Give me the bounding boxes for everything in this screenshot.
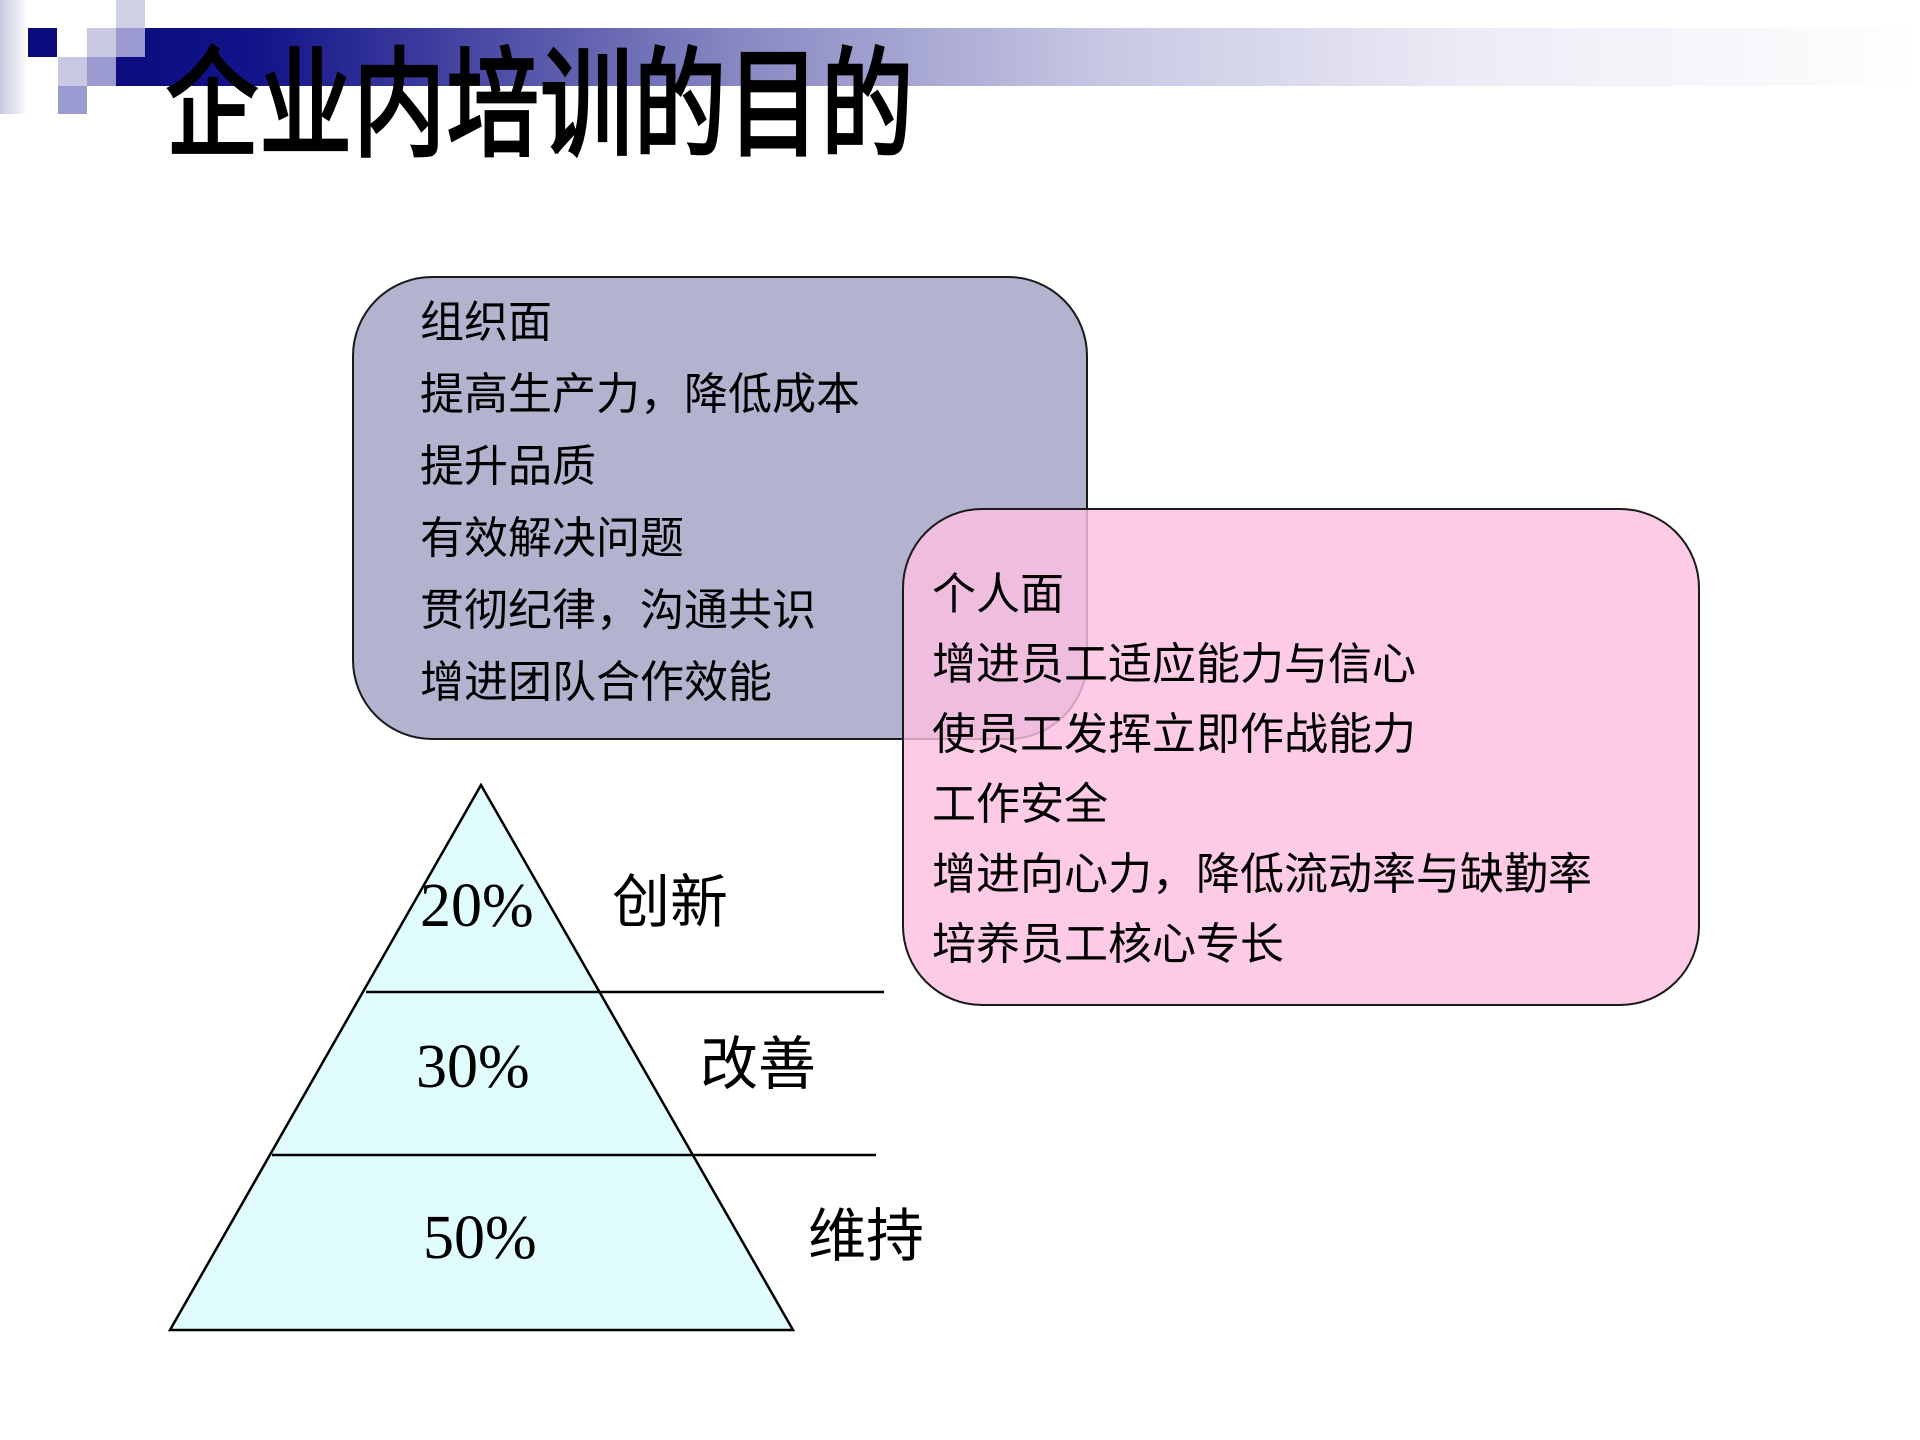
- organization-list: 组织面 提高生产力，降低成本 提升品质 有效解决问题 贯彻纪律，沟通共识 增进团…: [420, 287, 860, 719]
- decorative-square: [87, 57, 116, 86]
- decorative-square: [58, 57, 87, 86]
- pyramid-shape: [167, 782, 796, 1332]
- organization-item: 提升品质: [420, 441, 596, 492]
- individual-heading: 个人面: [932, 569, 1064, 620]
- pyramid-middle-percent: 30%: [416, 1033, 530, 1101]
- pyramid-middle-label: 改善: [700, 1030, 817, 1098]
- individual-item: 增进员工适应能力与信心: [932, 639, 1416, 690]
- individual-item: 工作安全: [932, 779, 1108, 830]
- individual-item: 使员工发挥立即作战能力: [932, 709, 1416, 760]
- individual-list: 个人面 增进员工适应能力与信心 使员工发挥立即作战能力 工作安全 增进向心力，降…: [932, 560, 1592, 980]
- decorative-square: [28, 28, 57, 57]
- organization-item: 贯彻纪律，沟通共识: [420, 585, 816, 636]
- decorative-square: [58, 28, 87, 57]
- organization-item: 提高生产力，降低成本: [420, 369, 860, 420]
- decorative-square: [87, 28, 116, 57]
- decorative-square: [116, 28, 145, 57]
- organization-heading: 组织面: [420, 297, 552, 348]
- decorative-gradient-strip: [0, 0, 28, 114]
- decorative-square: [58, 86, 87, 114]
- organization-item: 有效解决问题: [420, 513, 684, 564]
- decorative-square: [116, 57, 146, 86]
- individual-item: 培养员工核心专长: [932, 919, 1284, 970]
- individual-item: 增进向心力，降低流动率与缺勤率: [932, 849, 1592, 900]
- pyramid-bottom-label: 维持: [808, 1202, 925, 1270]
- pyramid-top-label: 创新: [612, 868, 729, 936]
- slide-title: 企业内培训的目的: [166, 35, 915, 174]
- pyramid-top-percent: 20%: [420, 872, 534, 940]
- decorative-square: [116, 0, 145, 29]
- organization-item: 增进团队合作效能: [420, 657, 772, 708]
- header-gradient-bar: [116, 28, 1920, 86]
- pyramid-bottom-percent: 50%: [423, 1204, 537, 1272]
- individual-box: [902, 508, 1700, 1006]
